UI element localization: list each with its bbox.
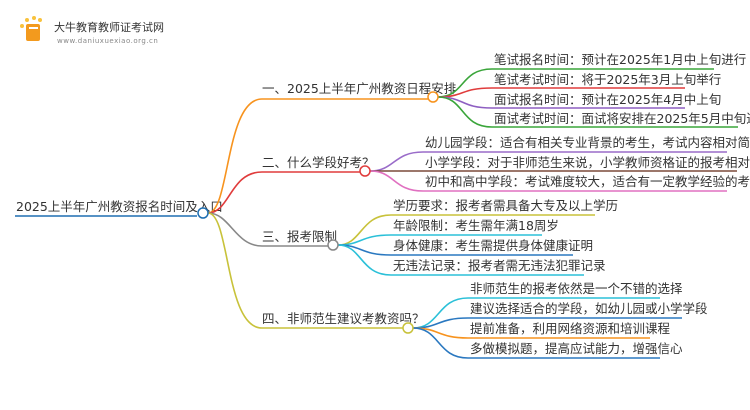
leaf-label[interactable]: 学历要求：报考者需具备大专及以上学历 [393, 198, 618, 213]
branch-3-toggle[interactable] [327, 239, 339, 251]
leaf-label[interactable]: 无违法记录：报考者需无违法犯罪记录 [393, 258, 606, 273]
leaf-connector [437, 96, 738, 128]
leaf-label[interactable]: 小学学段：对于非师范生来说，小学教师资格证的报考相对容易 [425, 155, 750, 170]
leaf-label[interactable]: 笔试考试时间：将于2025年3月上旬举行 [494, 72, 721, 87]
book-icon [26, 24, 40, 41]
root-label[interactable]: 2025上半年广州教资报名时间及入口 [16, 199, 223, 214]
branch-3-connector [207, 212, 328, 247]
branch-2-label[interactable]: 二、什么学段好考？ [262, 155, 375, 170]
leaf-connector [369, 170, 727, 192]
leaf-label[interactable]: 面试考试时间：面试将安排在2025年5月中旬进行 [494, 111, 750, 126]
leaf-label[interactable]: 非师范生的报考依然是一个不错的选择 [470, 281, 683, 296]
branch-4-connector [207, 212, 403, 329]
leaf-label[interactable]: 提前准备，利用网络资源和培训课程 [470, 321, 671, 336]
leaf-label[interactable]: 年龄限制：考生需年满18周岁 [393, 218, 559, 233]
leaf-connector [337, 244, 584, 276]
logo: 大牛教育教师证考试网 www.daniuxuexiao.org.cn [20, 16, 164, 45]
branch-2-connector [207, 171, 360, 214]
leaf-label[interactable]: 多做模拟题，提高应试能力，增强信心 [470, 341, 683, 356]
branch-3-label[interactable]: 三、报考限制 [262, 229, 337, 244]
leaf-label[interactable]: 身体健康：考生需提供身体健康证明 [393, 238, 593, 253]
leaf-label[interactable]: 笔试报名时间：预计在2025年1月中上旬进行 [494, 52, 746, 67]
branch-2-toggle[interactable] [359, 165, 371, 177]
logo-title: 大牛教育教师证考试网 [54, 20, 164, 34]
branch-4-toggle[interactable] [402, 322, 414, 334]
leaf-label[interactable]: 面试报名时间：预计在2025年4月中上旬 [494, 92, 721, 107]
leaf-label[interactable]: 建议选择适合的学段，如幼儿园或小学学段 [470, 301, 708, 316]
leaf-label[interactable]: 幼儿园学段：适合有相关专业背景的考生，考试内容相对简单 [425, 135, 750, 150]
root-node-toggle[interactable] [197, 207, 209, 219]
branch-4-label[interactable]: 四、非师范生建议考教资吗？ [262, 311, 425, 326]
logo-url: www.daniuxuexiao.org.cn [57, 37, 158, 45]
branch-1-connector [207, 98, 430, 214]
branch-1-toggle[interactable] [427, 91, 439, 103]
branch-1-label[interactable]: 一、2025上半年广州教资日程安排 [262, 81, 457, 96]
leaf-label[interactable]: 初中和高中学段：考试难度较大，适合有一定教学经验的考生 [425, 174, 750, 189]
leaf-connector [412, 327, 660, 359]
